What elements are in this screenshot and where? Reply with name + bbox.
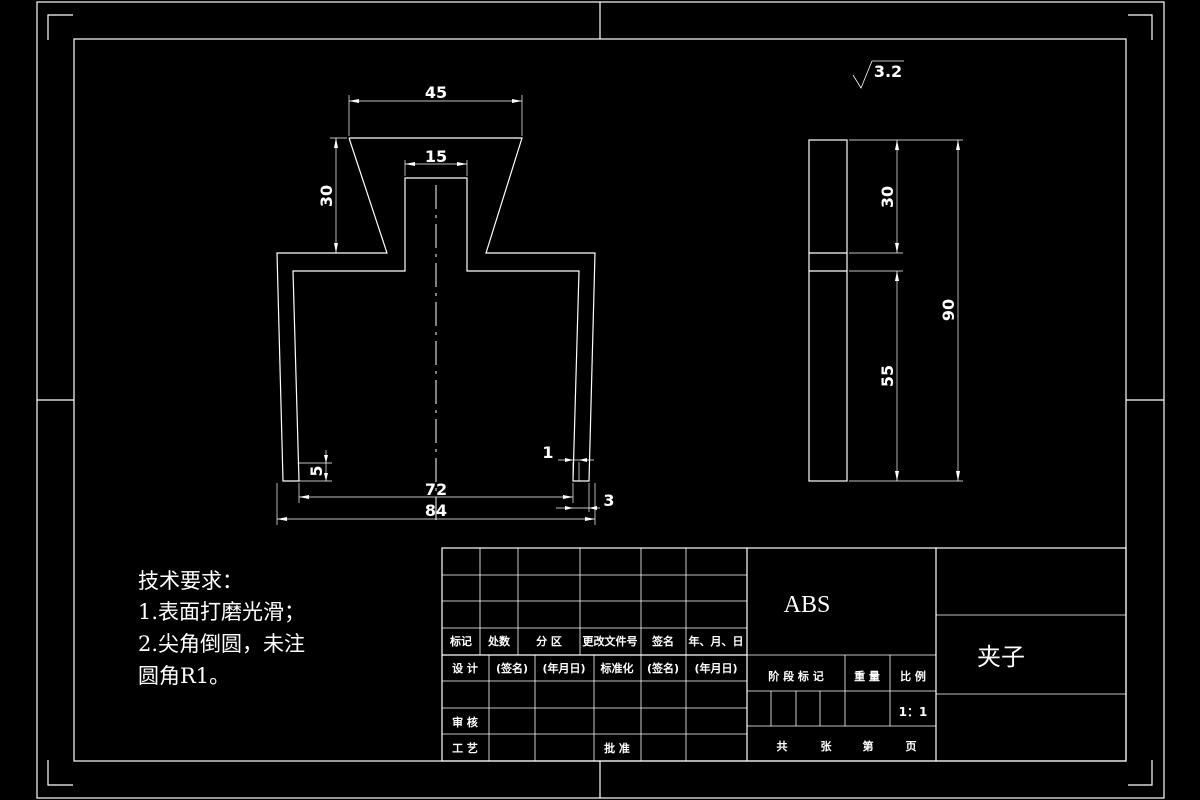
tb-approve: 批 准 bbox=[604, 741, 630, 755]
dim-neck-width: 15 bbox=[404, 147, 468, 176]
tb-zone: 分 区 bbox=[536, 634, 562, 648]
tb-sign-name-2: (签名) bbox=[647, 661, 679, 675]
tb-scale: 1：1 bbox=[899, 705, 928, 719]
dim-side-55-label: 55 bbox=[878, 365, 897, 387]
tech-line-3: 圆角R1。 bbox=[138, 664, 230, 688]
dim-5-label: 5 bbox=[307, 465, 326, 476]
tb-date: 年、月、日 bbox=[689, 634, 744, 648]
tb-total: 共 bbox=[777, 739, 788, 753]
tb-standardize: 标准化 bbox=[600, 661, 634, 675]
tb-ymd: (年月日) bbox=[542, 661, 585, 675]
tb-material: ABS bbox=[784, 592, 831, 618]
tech-title: 技术要求： bbox=[138, 569, 243, 593]
dim-side-90-label: 90 bbox=[939, 299, 958, 321]
tb-page: 页 bbox=[906, 740, 917, 753]
tb-sign: 签名 bbox=[651, 634, 674, 648]
dim-side-30-label: 30 bbox=[878, 186, 897, 208]
tech-line-1: 1.表面打磨光滑； bbox=[138, 600, 305, 624]
dim-15-label: 15 bbox=[425, 147, 447, 166]
dim-side: 30 55 90 bbox=[849, 139, 963, 482]
dim-30-left-label: 30 bbox=[317, 185, 336, 207]
dim-leg-offset: 1 bbox=[542, 443, 594, 481]
tb-sheets: 张 bbox=[821, 739, 833, 753]
tech-line-2: 2.尖角倒圆，未注 bbox=[138, 632, 305, 656]
tb-review: 审 核 bbox=[452, 715, 478, 729]
front-view bbox=[276, 137, 596, 520]
dim-top-width: 45 bbox=[348, 83, 523, 136]
tb-ratio: 比 例 bbox=[900, 669, 926, 683]
tb-docno: 更改文件号 bbox=[583, 634, 638, 648]
clip-outline bbox=[276, 137, 596, 482]
dim-inner-width: 72 bbox=[298, 480, 574, 503]
tb-design: 设 计 bbox=[452, 661, 478, 675]
corner-trim-marks bbox=[47, 14, 1153, 786]
tb-sign-name: (签名) bbox=[496, 661, 528, 675]
tb-nth: 第 bbox=[863, 739, 874, 753]
roughness-value: 3.2 bbox=[874, 62, 902, 81]
tb-part-name: 夹子 bbox=[977, 643, 1025, 671]
dim-overall-width: 84 bbox=[276, 483, 596, 525]
tb-ymd-2: (年月日) bbox=[694, 661, 737, 675]
tb-stage-mark: 阶 段 标 记 bbox=[768, 669, 824, 683]
title-block: 标记 处数 分 区 更改文件号 签名 年、月、日 设 计 (签名) (年月日) … bbox=[441, 547, 1127, 762]
dim-3-label: 3 bbox=[603, 491, 614, 510]
centering-marks bbox=[37, 2, 1164, 798]
dim-84-label: 84 bbox=[425, 501, 447, 520]
dim-72-label: 72 bbox=[425, 480, 447, 499]
roughness-symbol: 3.2 bbox=[852, 60, 904, 89]
dim-head-height: 30 bbox=[317, 137, 385, 254]
dim-1-label: 1 bbox=[542, 443, 553, 462]
tb-process: 工 艺 bbox=[452, 741, 478, 755]
tb-mark: 标记 bbox=[449, 634, 472, 648]
side-view bbox=[808, 139, 848, 482]
dim-45-label: 45 bbox=[425, 83, 447, 102]
tb-weight: 重 量 bbox=[854, 669, 880, 683]
tech-requirements: 技术要求： 1.表面打磨光滑； 2.尖角倒圆，未注 圆角R1。 bbox=[138, 569, 305, 688]
tb-count: 处数 bbox=[487, 634, 511, 648]
dim-wall: 3 bbox=[556, 483, 615, 512]
dim-foot-height: 5 bbox=[299, 450, 332, 482]
